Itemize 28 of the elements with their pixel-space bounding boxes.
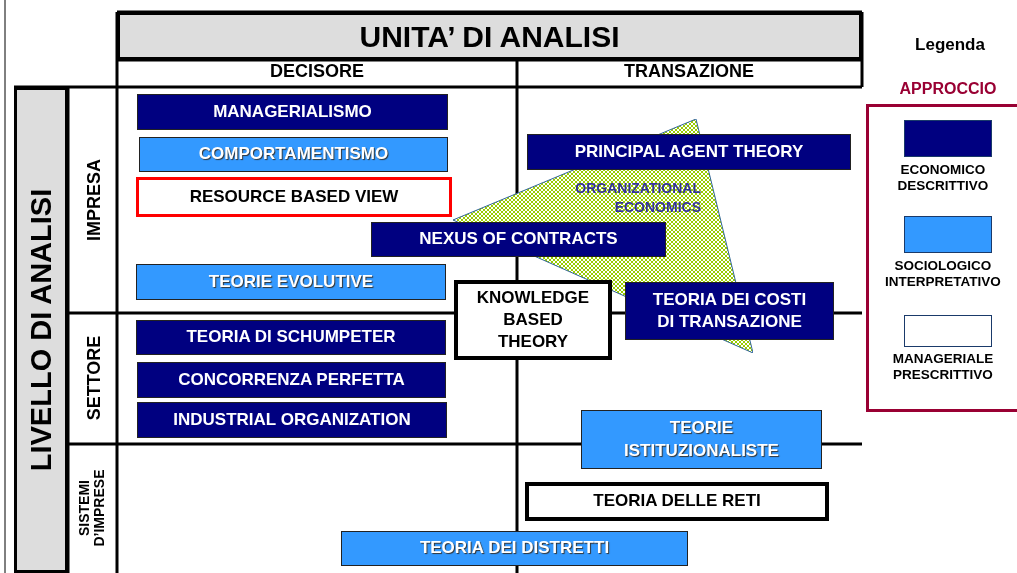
- row-header: SISTEMI D’IMPRESE: [76, 468, 108, 549]
- header-title: LIVELLO DI ANALISI: [24, 188, 58, 472]
- theory-box: TEORIA DI SCHUMPETER: [136, 320, 446, 355]
- theory-box: TEORIE EVOLUTIVE: [136, 264, 446, 300]
- theory-box: RESOURCE BASED VIEW: [136, 177, 452, 217]
- theory-box: MANAGERIALISMO: [137, 94, 448, 130]
- theory-box: INDUSTRIAL ORGANIZATION: [137, 402, 447, 438]
- legend-title: Legenda: [914, 36, 986, 55]
- header-title: UNITA’ DI ANALISI: [358, 20, 621, 54]
- theory-box: TEORIE ISTITUZIONALISTE: [581, 410, 822, 469]
- legend-subtitle: APPROCCIO: [898, 80, 998, 98]
- legend-label: MANAGERIALE PRESCRITTIVO: [891, 351, 995, 384]
- header-band: [117, 12, 862, 60]
- legend-label: ECONOMICO DESCRITTIVO: [896, 162, 990, 195]
- theory-box: TEORIA DELLE RETI: [525, 482, 829, 521]
- header-band: [14, 87, 68, 573]
- theory-box: TEORIA DEI DISTRETTI: [341, 531, 688, 566]
- theory-box: KNOWLEDGE BASED THEORY: [454, 280, 612, 360]
- legend-label: SOCIOLOGICO INTERPRETATIVO: [884, 258, 1002, 291]
- theory-box: COMPORTAMENTISMO: [139, 137, 448, 172]
- row-header: IMPRESA: [85, 159, 105, 241]
- row-header: SETTORE: [85, 335, 105, 421]
- theory-box: PRINCIPAL AGENT THEORY: [527, 134, 851, 170]
- column-header: TRANSAZIONE: [623, 62, 755, 82]
- column-header: DECISORE: [269, 62, 365, 82]
- theory-box: TEORIA DEI COSTI DI TRANSAZIONE: [625, 282, 834, 340]
- theory-box: CONCORRENZA PERFETTA: [137, 362, 446, 398]
- theory-box: NEXUS OF CONTRACTS: [371, 222, 666, 257]
